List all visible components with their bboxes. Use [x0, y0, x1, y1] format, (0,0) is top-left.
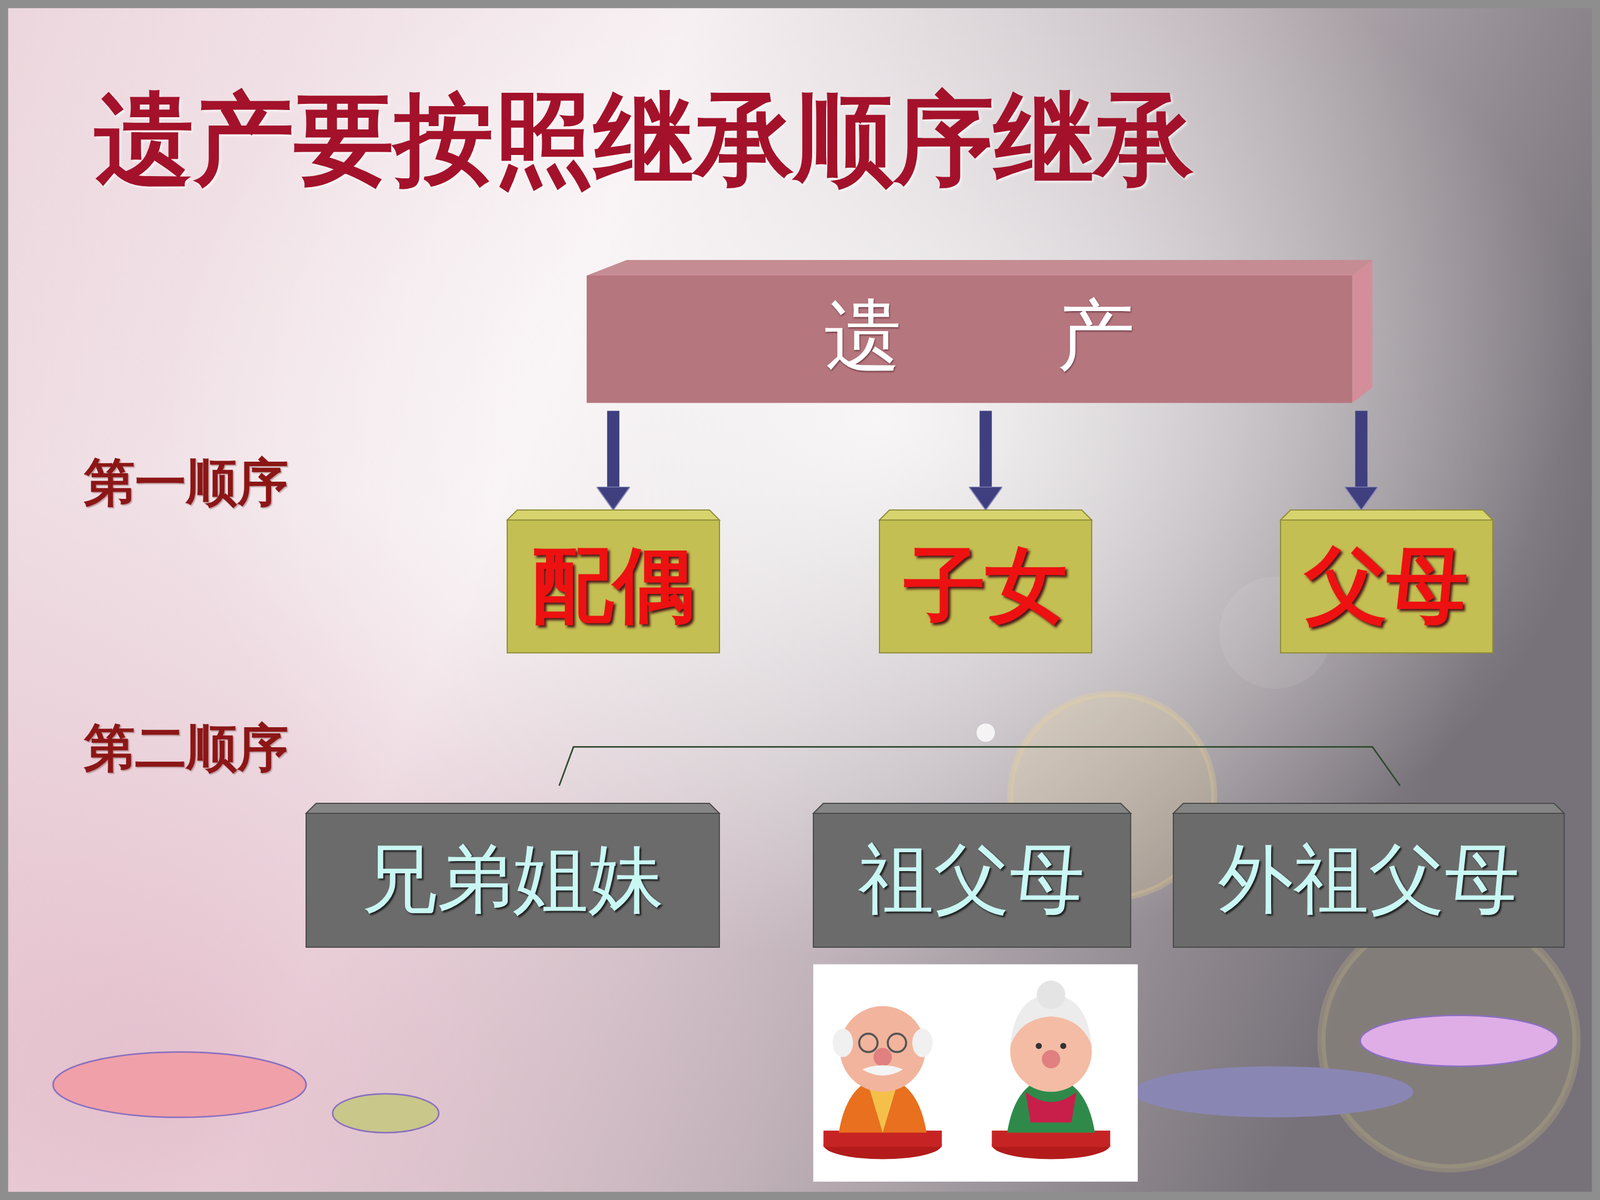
arrow-connector [1355, 411, 1368, 488]
heir-box: 外祖父母 [1173, 803, 1564, 948]
deco-ellipse [1360, 1015, 1558, 1067]
box-label: 祖父母 [858, 828, 1085, 931]
order-label: 第一顺序 [83, 448, 289, 518]
deco-ellipse [332, 1093, 439, 1133]
box-label: 父母 [1305, 531, 1469, 642]
heir-box: 子女 [879, 510, 1092, 653]
heir-box: 兄弟姐妹 [306, 803, 720, 948]
box-label: 配偶 [531, 531, 695, 642]
heir-box: 父母 [1280, 510, 1493, 653]
heir-box: 配偶 [507, 510, 720, 653]
arrow-connector [607, 411, 620, 488]
box-label: 子女 [903, 531, 1068, 642]
deco-ellipse [53, 1052, 307, 1118]
order-label: 第二顺序 [83, 714, 289, 783]
frame [3, 3, 1596, 1196]
grandparents-illustration [813, 964, 1138, 1182]
box-label: 兄弟姐妹 [361, 828, 664, 931]
title: 遗产要按照继承顺序继承 [93, 73, 1194, 208]
box-label: 外祖父母 [1217, 828, 1520, 931]
box-label: 遗 产 [823, 284, 1135, 389]
arrow-connector [979, 411, 992, 488]
heir-box: 祖父母 [813, 803, 1131, 948]
group-bracket [559, 746, 1400, 786]
estate-box: 遗 产 [586, 260, 1373, 403]
deco-ellipse [1133, 1066, 1414, 1118]
